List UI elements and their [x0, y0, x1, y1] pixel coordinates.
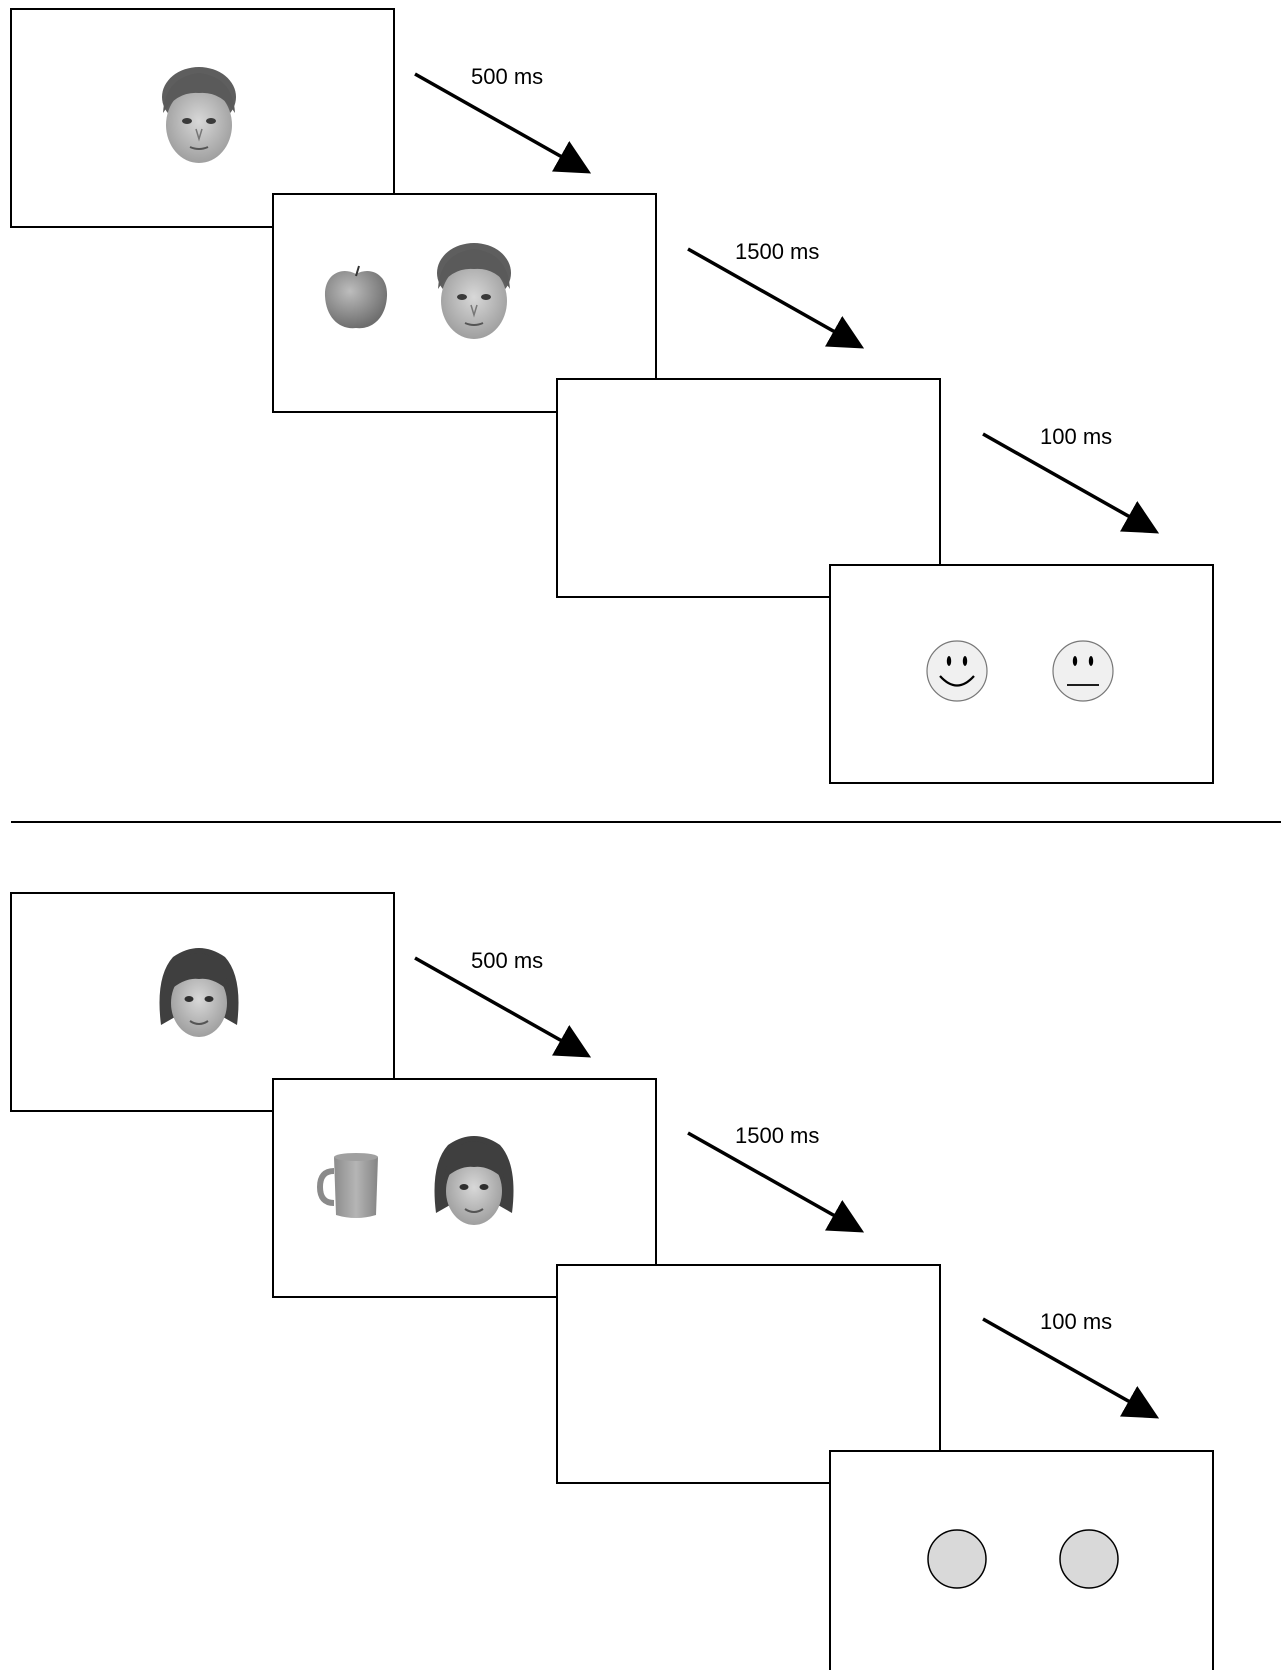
bottom-arrow-3-label: 100 ms	[1040, 1309, 1112, 1334]
top-step1-screen	[10, 8, 395, 228]
plain-circle-icon	[927, 1529, 987, 1589]
bottom-step4-response-screen	[829, 1450, 1214, 1670]
smiley-happy-icon	[926, 640, 988, 702]
bottom-arrow-1-label: 500 ms	[471, 948, 543, 973]
bottom-step3-blank-screen	[556, 1264, 941, 1484]
apple-photo	[324, 265, 388, 329]
top-arrow-1	[414, 72, 592, 174]
top-step3-blank-screen	[556, 378, 941, 598]
top-step4-response-screen	[829, 564, 1214, 784]
top-arrow-3-label: 100 ms	[1040, 424, 1112, 449]
bottom-step1-screen	[10, 892, 395, 1112]
bottom-step2-screen	[272, 1078, 657, 1298]
plain-circle-icon	[1059, 1529, 1119, 1589]
boy-face-photo	[437, 243, 511, 339]
top-arrow-2	[687, 247, 865, 349]
top-arrow-3	[982, 432, 1160, 534]
smiley-neutral-icon	[1052, 640, 1114, 702]
top-arrow-2-label: 1500 ms	[735, 239, 819, 264]
top-step2-screen	[272, 193, 657, 413]
boy-face-photo	[162, 67, 236, 163]
bottom-sequence: 500 ms 1500 ms 100 ms	[10, 892, 1214, 1670]
bottom-arrow-3	[982, 1317, 1160, 1419]
bottom-arrow-2	[687, 1131, 865, 1233]
girl-face-photo	[434, 1136, 514, 1225]
bottom-arrow-2-label: 1500 ms	[735, 1123, 819, 1148]
mug-photo	[316, 1153, 378, 1218]
top-sequence: 500 ms 1500 ms	[10, 8, 1214, 784]
top-arrow-1-label: 500 ms	[471, 64, 543, 89]
girl-face-photo	[159, 948, 239, 1037]
bottom-arrow-1	[414, 956, 592, 1058]
